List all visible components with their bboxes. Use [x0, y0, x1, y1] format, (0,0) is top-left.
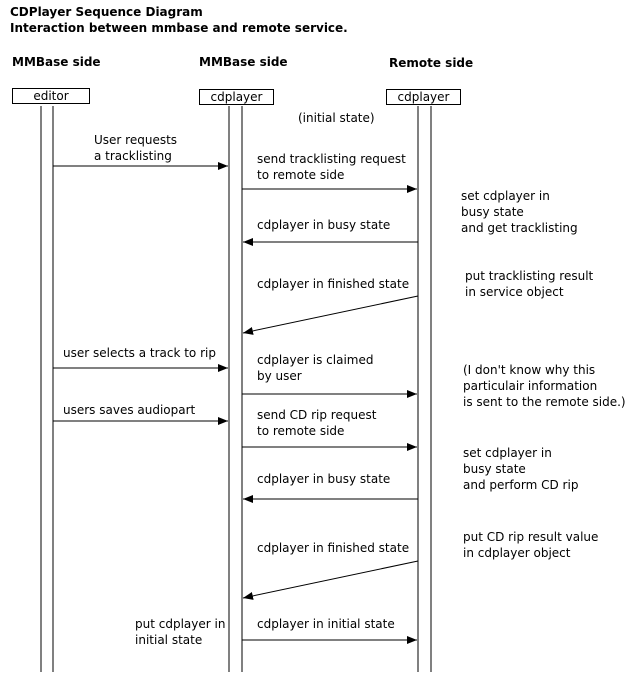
lifeline-cdplayer-mmbase — [228, 106, 243, 672]
object-box-editor: editor — [12, 88, 90, 104]
message-label-busy-state-2: cdplayer in busy state — [257, 472, 391, 486]
message-label-finished-state-1: cdplayer in finished state — [257, 277, 410, 291]
diagram-title: CDPlayer Sequence Diagram — [10, 5, 203, 19]
note-set-busy-get-tracklisting: set cdplayer in busy state and get track… — [461, 189, 578, 235]
lifeline-editor — [40, 106, 54, 672]
message-label-initial-state: cdplayer in initial state — [257, 617, 395, 631]
message-label-user-requests: User requests a tracklisting — [94, 133, 178, 163]
lifeline-cdplayer-remote — [417, 106, 432, 672]
message-label-finished-state-2: cdplayer in finished state — [257, 541, 410, 555]
message-label-user-selects-track: user selects a track to rip — [63, 346, 216, 360]
message-label-users-saves-audiopart: users saves audiopart — [63, 403, 196, 417]
lane-header-cdplayer-mmbase: MMBase side — [199, 55, 288, 69]
note-remote-side-comment: (I don't know why this particulair infor… — [463, 363, 626, 409]
diagram-subtitle: Interaction between mmbase and remote se… — [10, 21, 348, 35]
object-box-cdplayer-remote: cdplayer — [386, 89, 461, 105]
message-label-busy-state-1: cdplayer in busy state — [257, 218, 391, 232]
message-label-send-cd-rip: send CD rip request to remote side — [257, 408, 377, 438]
note-set-busy-perform-rip: set cdplayer in busy state and perform C… — [463, 446, 579, 492]
lane-header-editor: MMBase side — [12, 55, 101, 69]
lane-header-cdplayer-remote: Remote side — [389, 56, 474, 70]
arrow-finished-state-1 — [242, 295, 419, 335]
message-label-cdplayer-claimed: cdplayer is claimed by user — [257, 353, 374, 383]
message-label-send-tracklisting: send tracklisting request to remote side — [257, 152, 406, 182]
arrow-finished-state-2 — [242, 560, 419, 600]
note-put-tracklisting-result: put tracklisting result in service objec… — [465, 269, 594, 299]
note-put-cdplayer-initial: put cdplayer in initial state — [135, 617, 226, 647]
note-put-cd-rip-result: put CD rip result value in cdplayer obje… — [463, 530, 599, 560]
initial-state-note: (initial state) — [298, 111, 375, 125]
object-box-cdplayer-mmbase: cdplayer — [199, 89, 274, 105]
